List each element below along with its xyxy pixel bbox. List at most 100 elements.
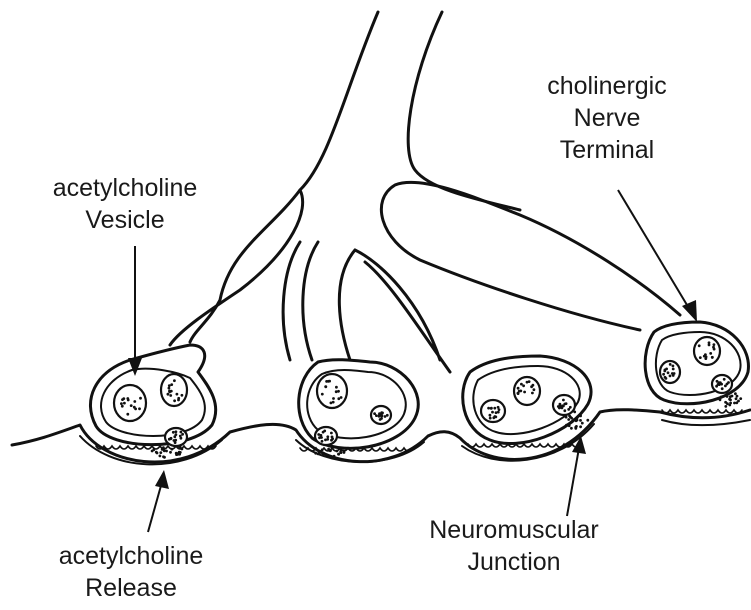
- acetylcholine-dot: [487, 407, 490, 410]
- acetylcholine-dot: [326, 454, 329, 457]
- acetylcholine-dot: [667, 371, 670, 374]
- acetylcholine-dot: [177, 397, 180, 400]
- acetylcholine-dot: [328, 380, 331, 383]
- axon-branch-3: [339, 250, 450, 372]
- label-release-line1: acetylcholine: [34, 540, 228, 572]
- acetylcholine-dot: [698, 344, 701, 347]
- acetylcholine-dot: [340, 448, 343, 451]
- acetylcholine-dot: [523, 391, 526, 394]
- acetylcholine-dot: [325, 380, 328, 383]
- acetylcholine-dot: [139, 397, 142, 400]
- acetylcholine-dot: [713, 343, 716, 346]
- acetylcholine-dot: [726, 395, 729, 398]
- label-vesicle-line1: acetylcholine: [28, 172, 222, 204]
- acetylcholine-dot: [736, 395, 739, 398]
- acetylcholine-dot: [716, 380, 719, 383]
- acetylcholine-dot: [708, 341, 711, 344]
- acetylcholine-dot: [168, 384, 171, 387]
- acetylcholine-dot: [575, 425, 578, 428]
- acetylcholine-dot: [133, 400, 136, 403]
- acetylcholine-dot: [711, 356, 714, 359]
- acetylcholine-dot: [533, 388, 536, 391]
- acetylcholine-dot: [721, 387, 724, 390]
- label-vesicle-line2: Vesicle: [28, 204, 222, 236]
- acetylcholine-dot: [727, 381, 730, 384]
- acetylcholine-dot: [567, 418, 570, 421]
- acetylcholine-dot: [662, 373, 665, 376]
- acetylcholine-dot: [121, 405, 124, 408]
- axon-branch-4: [381, 182, 680, 330]
- acetylcholine-dot: [335, 390, 338, 393]
- junctional-folds-4: [662, 410, 742, 413]
- label-terminal-line3: Terminal: [512, 134, 702, 166]
- acetylcholine-dot: [181, 394, 184, 397]
- acetylcholine-dot: [170, 390, 173, 393]
- acetylcholine-dot: [326, 435, 329, 438]
- label-acetylcholine-vesicle: acetylcholine Vesicle: [28, 172, 222, 236]
- label-junction-line1: Neuromuscular: [398, 514, 630, 546]
- acetylcholine-dot: [520, 383, 523, 386]
- acetylcholine-dot: [517, 392, 520, 395]
- acetylcholine-dot: [532, 384, 535, 387]
- acetylcholine-dot: [568, 424, 571, 427]
- axon-branch-2: [283, 242, 318, 360]
- acetylcholine-dot: [720, 396, 723, 399]
- acetylcholine-dot: [169, 394, 172, 397]
- label-terminal-line1: cholinergic: [512, 70, 702, 102]
- acetylcholine-dot: [162, 446, 165, 449]
- acetylcholine-dot: [570, 427, 573, 430]
- vesicle: [694, 337, 720, 365]
- acetylcholine-dot: [333, 455, 336, 458]
- acetylcholine-dot: [563, 409, 566, 412]
- acetylcholine-dot: [173, 399, 176, 402]
- acetylcholine-dot: [329, 449, 332, 452]
- acetylcholine-dot: [497, 411, 500, 414]
- nerve-terminal-1: [90, 345, 215, 445]
- label-junction-line2: Junction: [398, 546, 630, 578]
- acetylcholine-dot: [320, 434, 323, 437]
- acetylcholine-dot: [672, 368, 675, 371]
- acetylcholine-dot: [322, 452, 325, 455]
- acetylcholine-dot: [570, 417, 573, 420]
- arrow-junction: [567, 436, 586, 516]
- acetylcholine-dot: [522, 384, 525, 387]
- acetylcholine-dot: [337, 397, 340, 400]
- acetylcholine-dot: [167, 393, 170, 396]
- acetylcholine-dot: [565, 416, 568, 419]
- acetylcholine-dot: [175, 430, 178, 433]
- acetylcholine-dot: [699, 356, 702, 359]
- acetylcholine-dot: [173, 439, 176, 442]
- acetylcholine-dot: [173, 435, 176, 438]
- acetylcholine-dot: [579, 419, 582, 422]
- acetylcholine-dot: [126, 413, 129, 416]
- acetylcholine-dot: [151, 450, 154, 453]
- nerve-terminal-4: [645, 322, 748, 404]
- acetylcholine-dot: [733, 402, 736, 405]
- acetylcholine-dot: [380, 417, 383, 420]
- axon-trunk-right: [408, 12, 520, 210]
- acetylcholine-dot: [739, 397, 742, 400]
- acetylcholine-dot: [729, 399, 732, 402]
- acetylcholine-dot: [495, 411, 498, 414]
- acetylcholine-dot: [723, 378, 726, 381]
- acetylcholine-dot: [734, 392, 737, 395]
- acetylcholine-dot: [571, 420, 574, 423]
- acetylcholine-dot: [703, 355, 706, 358]
- acetylcholine-dot: [123, 402, 126, 405]
- label-terminal-line2: Nerve: [512, 102, 702, 134]
- acetylcholine-dot: [173, 379, 176, 382]
- arrow-release: [148, 470, 169, 532]
- acetylcholine-dot: [342, 450, 345, 453]
- acetylcholine-dot: [576, 419, 579, 422]
- label-neuromuscular-junction: Neuromuscular Junction: [398, 514, 630, 578]
- acetylcholine-dot: [169, 451, 172, 454]
- acetylcholine-dot: [568, 415, 571, 418]
- acetylcholine-dot: [321, 448, 324, 451]
- acetylcholine-dot: [162, 455, 165, 458]
- acetylcholine-dot: [726, 402, 729, 405]
- acetylcholine-dot: [724, 385, 727, 388]
- acetylcholine-dot: [335, 386, 338, 389]
- acetylcholine-dot: [386, 414, 389, 417]
- acetylcholine-dot: [159, 451, 162, 454]
